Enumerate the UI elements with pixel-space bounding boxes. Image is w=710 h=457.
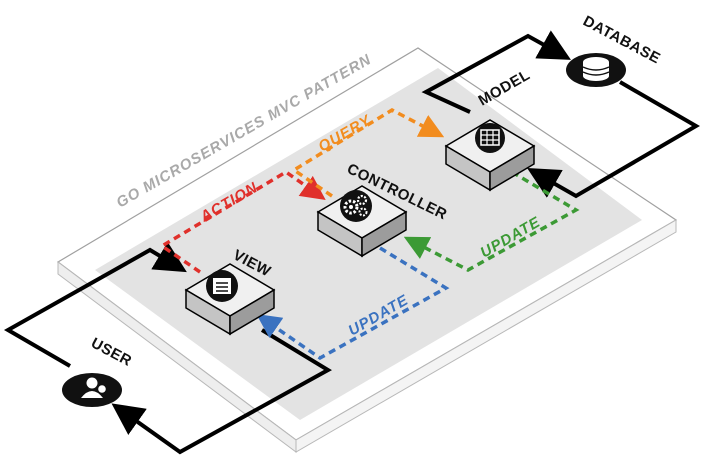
user-icon	[81, 377, 106, 398]
database-icon	[582, 57, 610, 81]
update-model-flow-line	[403, 170, 580, 272]
table-icon	[475, 123, 505, 153]
update-view-flow-line	[256, 246, 450, 361]
user-node: USER	[62, 335, 135, 407]
gears-icon	[340, 190, 372, 222]
list-icon	[206, 270, 238, 302]
model-to-database-line	[421, 30, 571, 114]
platform-shadow-right	[295, 219, 677, 453]
view-to-user-line	[111, 328, 332, 455]
model-label: MODEL	[476, 66, 534, 109]
query-flow-line	[290, 107, 445, 198]
user-to-view-line	[3, 241, 187, 368]
user-label: USER	[88, 335, 135, 371]
view-node: VIEW	[184, 247, 276, 336]
database-node: DATABASE	[566, 13, 663, 87]
database-to-model-line	[527, 80, 700, 199]
